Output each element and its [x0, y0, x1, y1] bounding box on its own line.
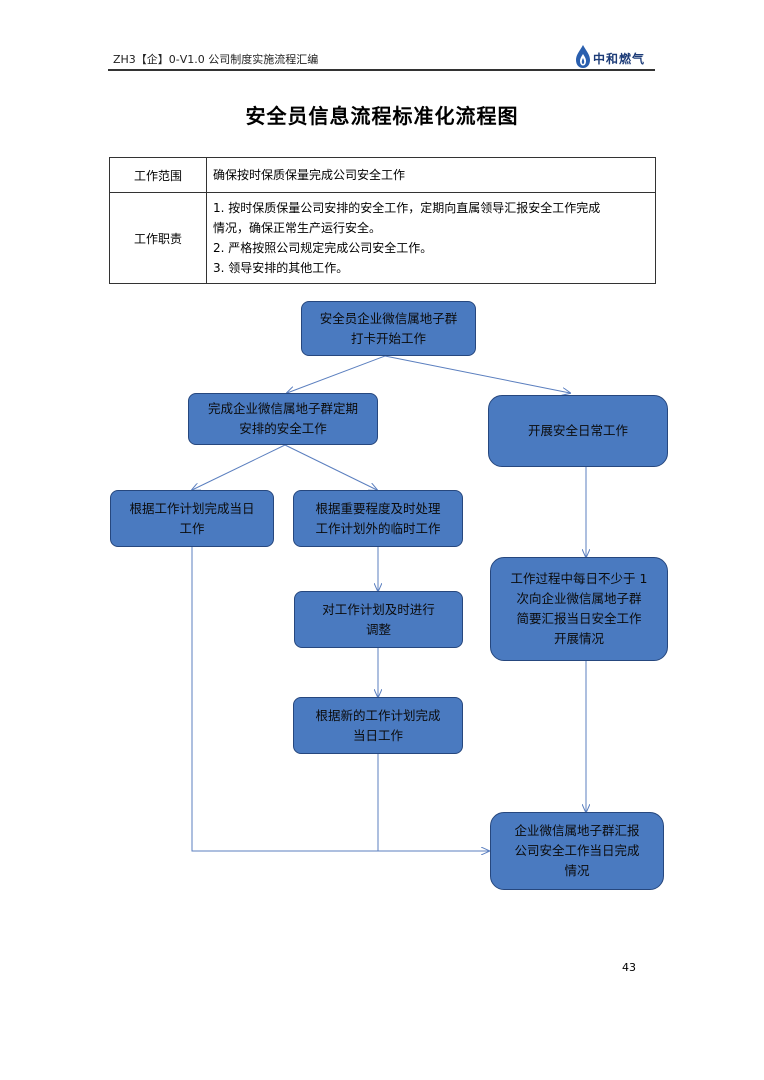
adjust-plan-node: 对工作计划及时进行 调整	[294, 591, 463, 648]
node-label: 根据重要程度及时处理 工作计划外的临时工作	[315, 500, 441, 536]
plan-daily-work-node: 根据工作计划完成当日 工作	[110, 490, 274, 547]
page-title: 安全员信息流程标准化流程图	[245, 104, 519, 128]
connector	[192, 444, 286, 490]
start-checkin-node: 安全员企业微信属地子群 打卡开始工作	[301, 301, 476, 356]
duty-list: 1. 按时保质保量公司安排的安全工作，定期向直属领导汇报安全工作完成 情况，确保…	[206, 192, 656, 284]
duty-line: 2. 严格按照公司规定完成公司安全工作。	[213, 241, 433, 255]
info-table: 工作范围 确保按时保质保量完成公司安全工作 工作职责 1. 按时保质保量公司安排…	[109, 157, 656, 284]
node-label: 对工作计划及时进行 调整	[322, 601, 435, 637]
duty-label: 工作职责	[109, 192, 207, 284]
connector	[384, 355, 570, 393]
scope-value: 确保按时保质保量完成公司安全工作	[206, 157, 656, 193]
company-logo: 中和燃气	[573, 44, 653, 70]
node-label: 完成企业微信属地子群定期 安排的安全工作	[207, 401, 358, 436]
new-plan-node: 根据新的工作计划完成 当日工作	[293, 697, 463, 754]
connector	[191, 547, 489, 851]
header-rule	[108, 69, 655, 71]
node-label: 工作过程中每日不少于 1 次向企业微信属地子群 简要汇报当日安全工作 开展情况	[510, 571, 648, 646]
node-label: 根据新的工作计划完成 当日工作	[315, 707, 441, 743]
handle-temporary-work-node: 根据重要程度及时处理 工作计划外的临时工作	[293, 490, 463, 547]
node-label: 根据工作计划完成当日 工作	[129, 500, 255, 536]
document-code: ZH3【企】0-V1.0 公司制度实施流程汇编	[113, 53, 319, 66]
connector	[287, 355, 386, 393]
node-label: 企业微信属地子群汇报 公司安全工作当日完成 情况	[514, 823, 640, 878]
connector	[284, 444, 377, 490]
flame-drop-icon	[576, 45, 590, 68]
node-label: 开展安全日常工作	[527, 423, 628, 438]
duty-line: 情况，确保正常生产运行安全。	[213, 221, 382, 235]
final-report-node: 企业微信属地子群汇报 公司安全工作当日完成 情况	[490, 812, 664, 890]
duty-line: 3. 领导安排的其他工作。	[213, 261, 349, 275]
daily-safety-work-node: 开展安全日常工作	[488, 395, 668, 467]
daily-report-node: 工作过程中每日不少于 1 次向企业微信属地子群 简要汇报当日安全工作 开展情况	[490, 557, 668, 661]
page-number: 43	[622, 961, 636, 974]
node-label: 安全员企业微信属地子群 打卡开始工作	[319, 310, 458, 346]
logo-text: 中和燃气	[593, 52, 646, 66]
scheduled-safety-work-node: 完成企业微信属地子群定期 安排的安全工作	[188, 393, 378, 445]
duty-line: 1. 按时保质保量公司安排的安全工作，定期向直属领导汇报安全工作完成	[213, 201, 601, 215]
